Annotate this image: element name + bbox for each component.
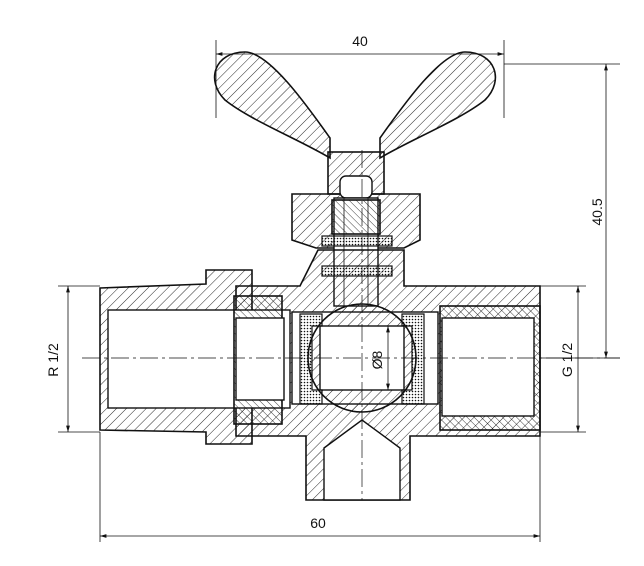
left-connector [99,269,291,445]
bottom-length-label: 60 [310,515,326,531]
ball-bore-label: Ø8 [369,350,385,369]
left-thread-label: R 1/2 [45,343,61,377]
dimension-ball-bore: Ø8 [369,326,390,390]
dimension-bottom-length: 60 [99,432,541,542]
dimension-right-thread: G 1/2 [540,285,586,433]
dimension-right-height: 40.5 [504,63,620,359]
right-thread-label: G 1/2 [559,343,575,377]
dimension-top-width: 40 [215,33,505,118]
top-width-label: 40 [352,33,368,49]
right-height-label: 40.5 [589,198,605,225]
dimension-left-thread: R 1/2 [45,285,100,433]
